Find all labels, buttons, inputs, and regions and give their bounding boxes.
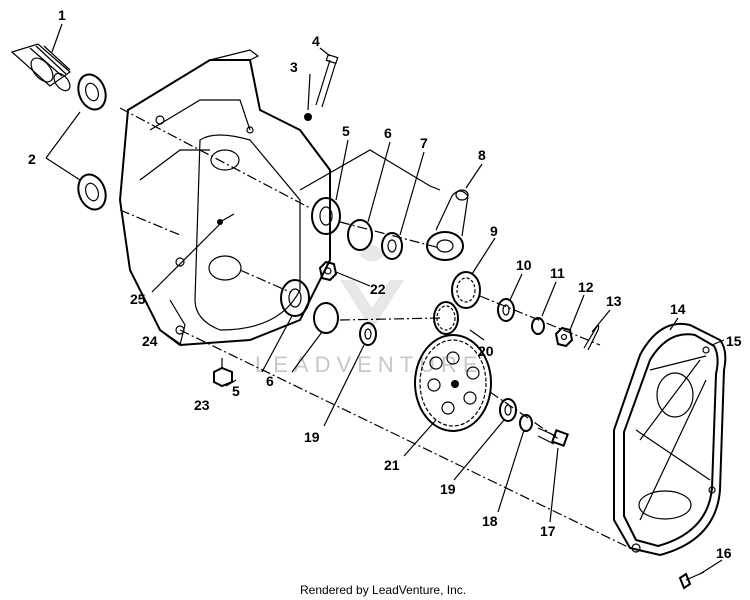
footer-credit: Rendered by LeadVenture, Inc. [300,583,466,597]
callout-22: 22 [370,281,386,297]
part-21-large-sprocket [414,334,492,432]
part-15-chaincase-cover [623,333,719,553]
leader-lines [45,23,725,575]
callout-21: 21 [384,457,400,473]
part-5-bearing-lower [280,279,310,317]
part-2-seal-lower [77,173,107,211]
part-11-washer [531,317,545,335]
callout-9: 9 [490,223,498,239]
callout-6-lower: 6 [266,373,274,389]
part-19-washer-right [499,398,517,422]
callout-11: 11 [550,265,565,281]
callout-5-lower: 5 [232,383,240,399]
part-13-cotter-pin [583,324,600,351]
part-19-washer-left [359,322,377,346]
part-14-cover-gasket [613,322,727,557]
part-17-bolt [537,427,569,447]
callout-1: 1 [58,7,66,23]
part-1-input-shaft [10,43,71,92]
callout-14: 14 [670,301,686,317]
callout-23: 23 [194,397,210,413]
callout-19-left: 19 [304,429,320,445]
part-4-bolt [315,53,339,108]
part-25-screw [217,213,235,225]
callout-20: 20 [478,343,494,359]
callout-6: 6 [384,125,392,141]
part-23-drain-plug [213,358,233,388]
callout-8: 8 [478,147,486,163]
callout-18: 18 [482,513,498,529]
part-3-nut [304,113,312,121]
part-22-nut [318,260,338,282]
part-18-washer [519,414,533,432]
part-9-sprocket [451,271,481,309]
part-6-snap-ring-upper [347,219,373,251]
callout-2: 2 [28,151,36,167]
callout-13: 13 [606,293,622,309]
callout-5: 5 [342,123,350,139]
watermark-text: LEADVENTURE [255,352,484,377]
part-2-seal-upper [77,73,107,111]
callout-24: 24 [142,333,158,349]
part-10-washer [497,298,515,322]
callout-17: 17 [540,523,556,539]
callout-25: 25 [130,291,146,307]
callout-15: 15 [726,333,742,349]
callout-3: 3 [290,59,298,75]
part-6-snap-ring-lower [313,302,339,334]
part-8-tensioner-arm [426,189,469,261]
callout-labels: 1 2 3 4 5 6 7 8 9 10 11 12 13 14 15 16 1… [28,7,742,561]
callout-4: 4 [312,33,320,49]
part-5-bearing-upper [311,197,341,235]
callout-16: 16 [716,545,732,561]
part-7-bearing [381,232,403,260]
callout-19-right: 19 [440,481,456,497]
part-12-nut [554,326,574,348]
callout-10: 10 [516,257,532,273]
part-24-chaincase-housing [118,49,331,347]
callout-12: 12 [578,279,594,295]
callout-7: 7 [420,135,428,151]
